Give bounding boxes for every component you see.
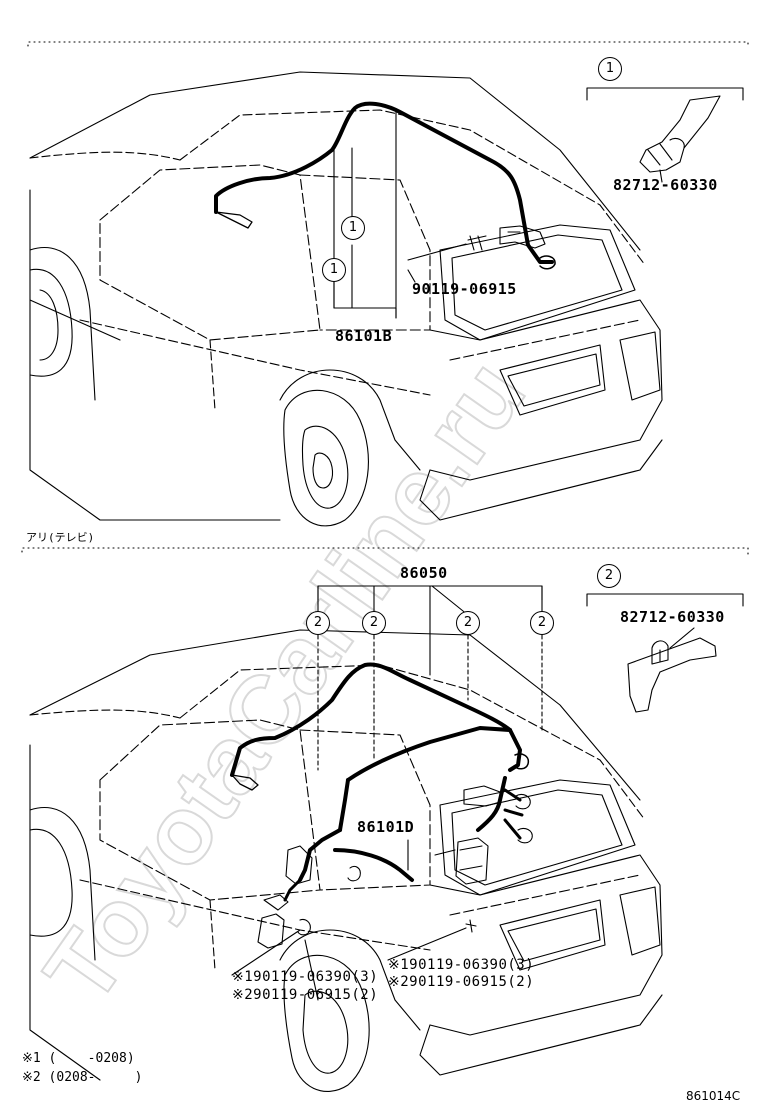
footnote-2: ※2 (0208- )	[22, 1070, 143, 1085]
lower-left-note-1: ※190119-06390(3)	[232, 969, 379, 985]
upper-callout-1b: 1	[322, 258, 346, 282]
lower-section-header: アリ(テレビ)	[26, 531, 95, 544]
lower-group-part-number: 86050	[400, 564, 448, 582]
lower-leader-lines	[231, 585, 543, 1001]
upper-section-frame	[27, 41, 749, 101]
lower-harness-part-number: 86101D	[357, 818, 415, 836]
lower-right-note-1: ※190119-06390(3)	[388, 957, 535, 973]
lower-inset-clip	[627, 627, 717, 713]
lower-vehicle-outline	[29, 629, 663, 1093]
upper-inset-callout: 1	[598, 57, 622, 81]
lower-callout-2a: 2	[306, 611, 330, 635]
lower-callout-2b: 2	[362, 611, 386, 635]
upper-harness-part-number: 86101B	[335, 327, 393, 345]
lower-inset-part-number: 82712-60330	[620, 608, 725, 626]
lower-inset-callout: 2	[597, 564, 621, 588]
lower-section-frame	[21, 547, 749, 607]
upper-callout-1a: 1	[341, 216, 365, 240]
footnote-1: ※1 ( -0208)	[22, 1051, 135, 1066]
lower-right-note-2: ※290119-06915(2)	[388, 974, 535, 990]
upper-inset-clip	[639, 95, 721, 183]
upper-inset-part-number: 82712-60330	[613, 176, 718, 194]
upper-bolt-part-number: 90119-06915	[412, 280, 517, 298]
lower-callout-2c: 2	[456, 611, 480, 635]
upper-antenna-harness	[214, 101, 556, 270]
diagram-code: 861014C	[686, 1089, 741, 1103]
lower-callout-2d: 2	[530, 611, 554, 635]
upper-vehicle-outline	[29, 71, 663, 527]
lower-antenna-harness	[230, 662, 533, 949]
lower-left-note-2: ※290119-06915(2)	[232, 987, 379, 1003]
